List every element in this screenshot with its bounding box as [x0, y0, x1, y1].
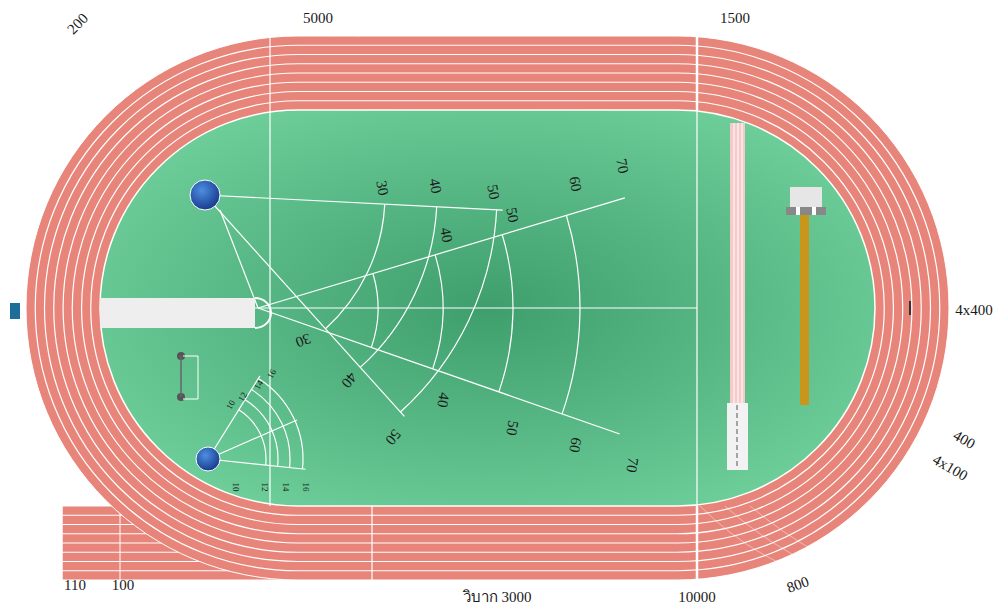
sector-line: [208, 420, 297, 459]
event-label: 1500: [720, 11, 750, 26]
event-label: 200: [65, 11, 92, 38]
start-line: [371, 506, 372, 580]
pole-vault: [786, 187, 826, 405]
distance-number: 60: [566, 436, 583, 453]
distance-arc: [258, 378, 303, 468]
finish-line: [696, 36, 699, 110]
sector-line: [205, 195, 503, 210]
lane-line: [82, 92, 894, 525]
lane-line: [35, 45, 940, 571]
event-label: 800: [785, 574, 811, 596]
long-jump-runway: [727, 123, 748, 470]
infield: [100, 110, 875, 506]
start-line: [269, 36, 270, 110]
distance-number: 40: [426, 177, 443, 194]
distance-arc: [400, 210, 496, 412]
lane-line: [54, 64, 922, 553]
distance-arc: [371, 274, 378, 348]
distance-arc: [562, 215, 580, 413]
event-label: วิบาก 3000: [463, 589, 532, 604]
distance-arc: [499, 235, 513, 392]
stagger-line: [750, 506, 890, 585]
event-label: 4x100: [930, 452, 970, 484]
event-label: 110: [64, 578, 86, 593]
field-line: [255, 307, 697, 308]
start-line: [61, 506, 63, 580]
event-label: 400: [951, 428, 978, 452]
sector-line: [208, 459, 305, 469]
track-edge: [26, 36, 949, 580]
distance-number: 30: [373, 179, 390, 196]
distance-number: 14: [281, 483, 290, 492]
track-surface: [26, 36, 949, 580]
sector-line: [258, 198, 625, 308]
lane-line: [62, 579, 298, 580]
distance-number: 70: [613, 157, 630, 174]
sector-line: [220, 210, 258, 308]
runway-arc: [255, 298, 271, 328]
javelin-runway: [100, 298, 255, 328]
stagger-line: [725, 506, 865, 585]
event-label: 100: [112, 578, 135, 593]
stagger-line: [140, 24, 360, 40]
field-markings: [205, 110, 697, 506]
event-label: 5000: [303, 11, 333, 26]
sector-line: [208, 376, 260, 459]
stagger-line: [700, 506, 840, 585]
distance-arc: [239, 410, 266, 465]
distance-number: 70: [623, 456, 640, 473]
distance-arc: [360, 207, 436, 368]
water-marker: [10, 303, 20, 319]
lane-line: [45, 55, 931, 562]
relay-mark: [909, 301, 911, 315]
distance-number: 60: [566, 175, 583, 192]
event-label: 10000: [678, 589, 716, 604]
distance-number: 50: [484, 183, 501, 200]
start-line: [120, 506, 121, 580]
shot-circle: [196, 447, 220, 471]
distance-number: 12: [260, 483, 269, 492]
distance-number: 50: [503, 206, 520, 223]
lane-line: [63, 73, 912, 543]
distance-number: 10: [231, 483, 240, 492]
distance-number: 16: [301, 483, 310, 492]
distance-arc: [433, 255, 443, 369]
distance-number: 40: [437, 226, 454, 243]
lane-line: [91, 101, 885, 516]
distance-arc: [325, 204, 384, 329]
sector-line: [258, 308, 620, 434]
hammer-circle: [190, 180, 220, 210]
lane-line: [72, 82, 903, 534]
jump-bar: [180, 356, 182, 397]
running-track: [26, 2, 949, 585]
finish-line: [696, 506, 699, 580]
distance-number: 40: [434, 391, 451, 408]
distance-arc: [251, 389, 290, 467]
distance-number: 50: [503, 419, 520, 436]
jump-mat: [183, 356, 198, 399]
event-label: 4x400: [955, 303, 993, 318]
